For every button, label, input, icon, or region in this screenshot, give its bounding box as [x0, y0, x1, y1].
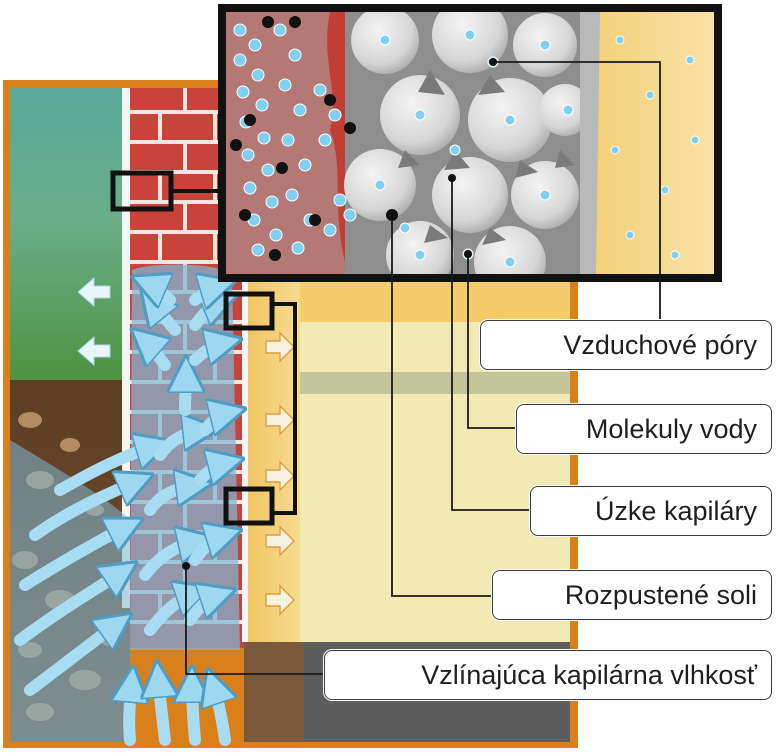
label-rising-damp: Vzlínajúca kapilárna vlhkosť [324, 650, 772, 700]
label-water-molecules: Molekuly vody [516, 404, 772, 454]
interior-upper-band [300, 282, 570, 322]
grass-area [10, 88, 130, 380]
label-air-pores-text: Vzduchové póry [563, 329, 757, 360]
label-narrow-capillaries: Úzke kapiláry [530, 486, 772, 536]
callout-connectors [171, 189, 297, 515]
plaster-evaporation-arrows [265, 331, 295, 616]
moisture-zone-soil [10, 440, 130, 742]
pointer-dots [182, 58, 497, 570]
outward-evaporation-arrows [77, 276, 111, 367]
label-water-molecules-text: Molekuly vody [585, 413, 757, 444]
rising-damp-arrows [14, 282, 232, 746]
zoom-inset [218, 4, 722, 282]
interior-shadow-band [300, 372, 570, 394]
label-narrow-capillaries-text: Úzke kapiláry [594, 495, 757, 526]
label-dissolved-salts: Rozpustené soli [492, 570, 772, 620]
wall-edge [122, 88, 132, 608]
label-pointer-lines [185, 61, 661, 675]
label-air-pores: Vzduchové póry [480, 320, 772, 370]
water-molecules-dots [233, 23, 700, 268]
label-dissolved-salts-text: Rozpustené soli [564, 579, 757, 610]
label-rising-damp-text: Vzlínajúca kapilárna vlhkosť [421, 659, 757, 690]
callout-squares [110, 170, 275, 526]
floor-base [244, 642, 304, 742]
